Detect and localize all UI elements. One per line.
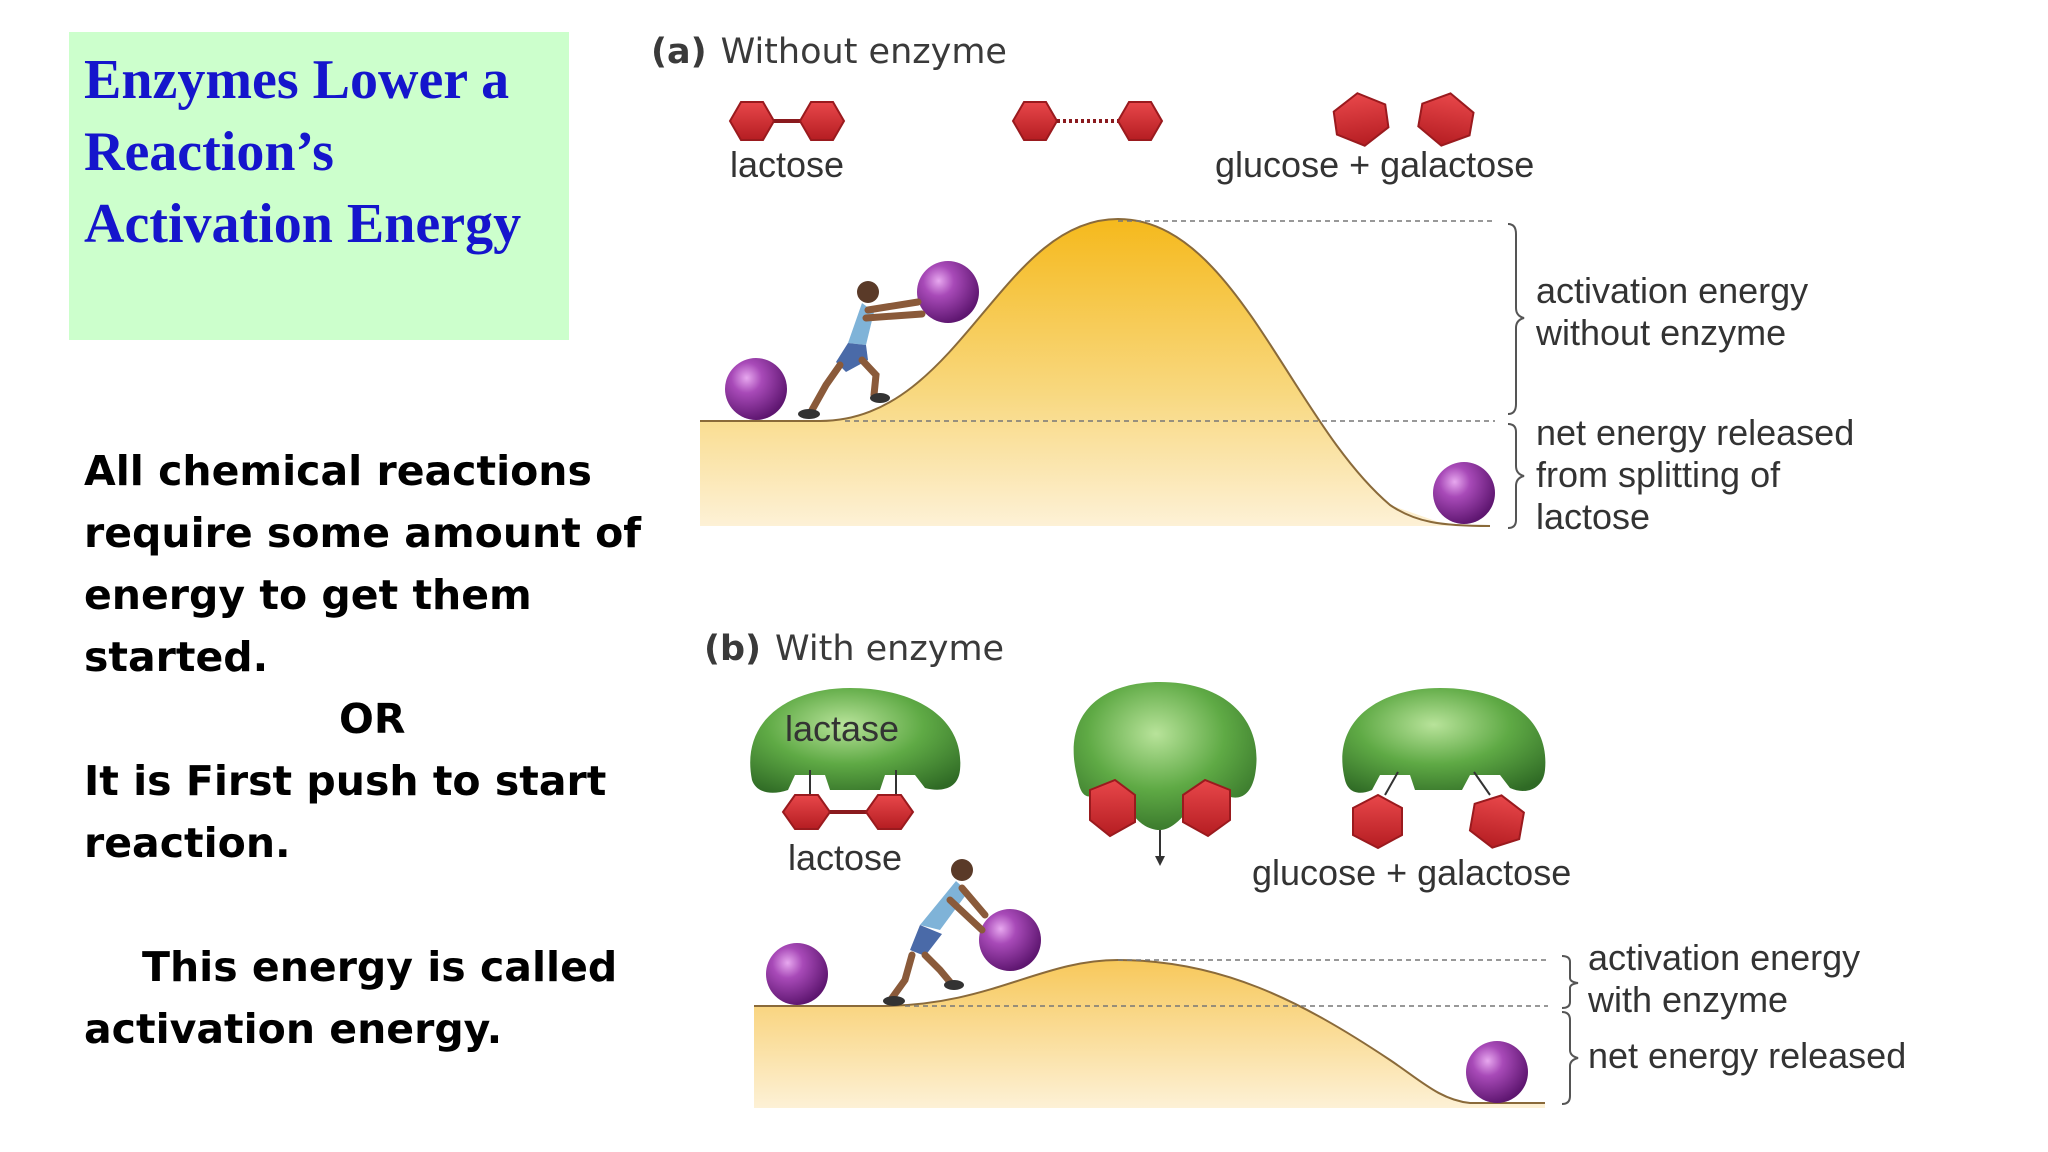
net-label-a-line1: net energy released: [1536, 412, 1854, 453]
activation-brace-a: [1507, 223, 1525, 415]
panel-b-letter: (b): [704, 629, 761, 669]
panel-a-heading: (a) Without enzyme: [651, 32, 1007, 72]
lactose-molecule-a: [728, 101, 846, 141]
net-brace-b: [1561, 1011, 1579, 1105]
panel-b-heading-text: With enzyme: [775, 629, 1004, 669]
body-line: activation energy.: [84, 1005, 503, 1053]
body-line: reaction.: [84, 819, 291, 867]
product-molecules-a: [1332, 92, 1475, 147]
splitting-molecule-a: [1011, 101, 1164, 141]
activation-label-b-line1: activation energy: [1588, 937, 1860, 978]
activation-label-a-line1: activation energy: [1536, 270, 1808, 311]
energy-hill-a: [700, 219, 1490, 526]
energy-curve-a: [700, 217, 1491, 527]
energy-hill-b: [754, 960, 1545, 1108]
ball-end-a: [1433, 462, 1495, 524]
or-text: OR: [339, 695, 406, 743]
net-label-a-line2: from splitting of: [1536, 454, 1781, 495]
ball-start-b: [766, 943, 828, 1005]
enzyme-lactase-1: [750, 688, 961, 793]
body-line: This energy is called: [142, 943, 618, 991]
ball-start-a: [725, 358, 787, 420]
products-label-b: glucose + galactose: [1252, 852, 1571, 893]
body-text: All chemical reactions require some amou…: [84, 440, 642, 1060]
enzyme-lactase-3: [1342, 688, 1546, 850]
body-line: require some amount of: [84, 509, 642, 557]
ball-end-b: [1466, 1041, 1528, 1103]
net-label-b: net energy released: [1588, 1035, 1906, 1076]
body-line: It is First push to start: [84, 757, 607, 805]
enzyme-label: lactase: [785, 708, 899, 749]
title-box: Enzymes Lower a Reaction’s Activation En…: [69, 32, 569, 340]
activation-brace-b: [1561, 955, 1579, 1009]
energy-curve-b: [754, 958, 1545, 1104]
lactose-label-b: lactose: [788, 837, 902, 878]
body-line: started.: [84, 633, 269, 681]
body-line: energy to get them: [84, 571, 532, 619]
net-brace-a: [1507, 423, 1525, 529]
person-pushing-a: [798, 281, 926, 419]
lactose-label-a: lactose: [730, 144, 844, 185]
activation-label-b-line2: with enzyme: [1587, 979, 1788, 1020]
net-label-a-line3: lactose: [1536, 496, 1650, 537]
ball-pushed-a: [917, 261, 979, 323]
panel-b-heading: (b) With enzyme: [704, 629, 1004, 669]
activation-label-a-line2: without enzyme: [1535, 312, 1786, 353]
panel-a-heading-text: Without enzyme: [721, 32, 1007, 72]
ball-pushed-b: [979, 909, 1041, 971]
lactose-molecule-b: [781, 770, 915, 830]
person-pushing-b: [883, 859, 989, 1006]
enzyme-lactase-2: [1073, 682, 1257, 866]
slide-title: Enzymes Lower a Reaction’s Activation En…: [84, 49, 522, 255]
products-label-a: glucose + galactose: [1215, 144, 1534, 185]
panel-a-letter: (a): [651, 32, 707, 72]
body-line: All chemical reactions: [84, 447, 592, 495]
